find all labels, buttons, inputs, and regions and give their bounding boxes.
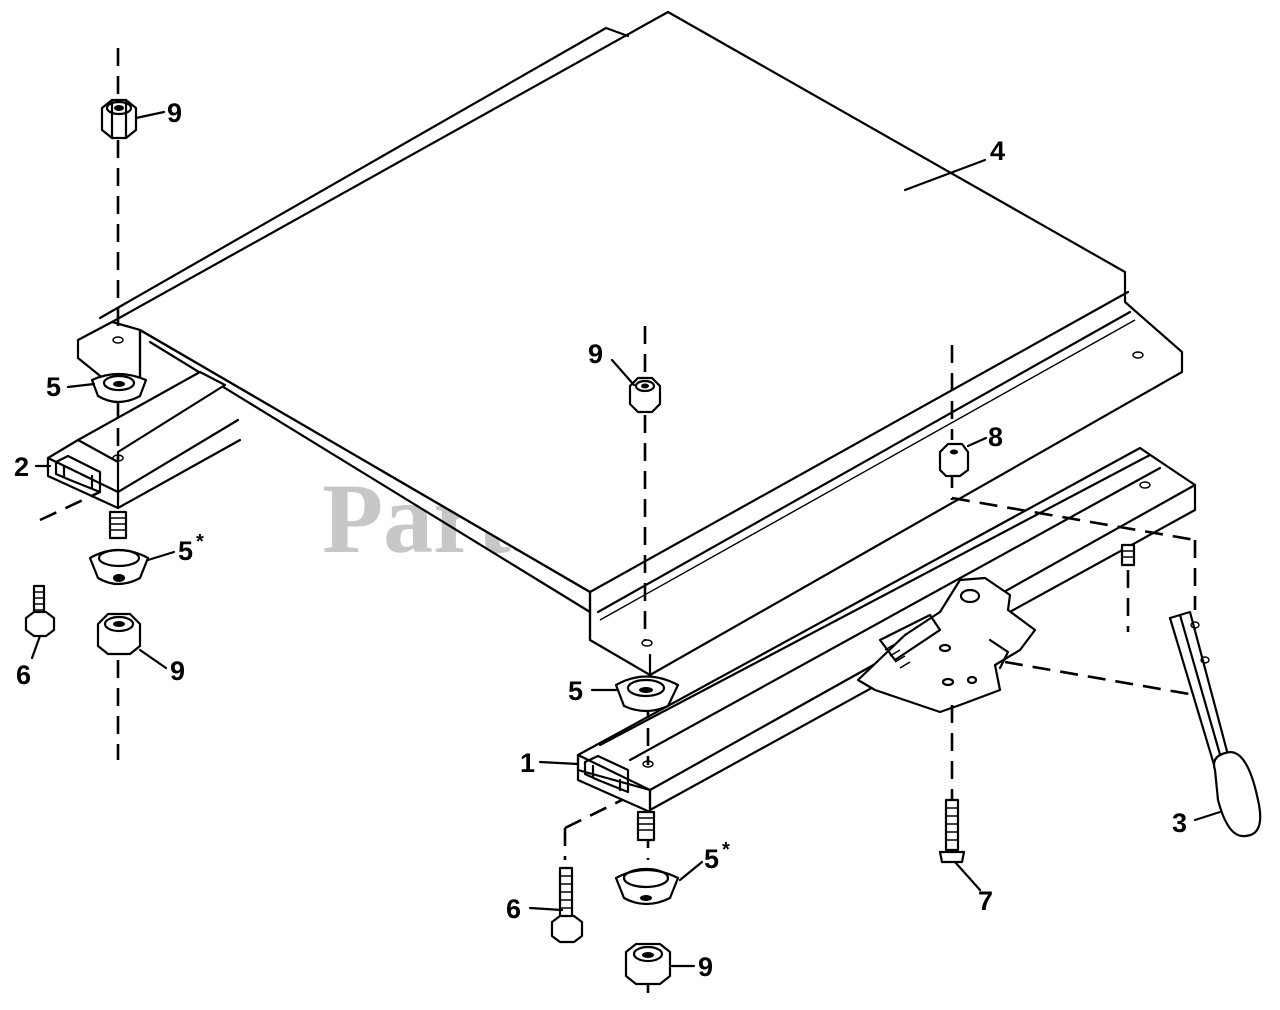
callout-4: 4 [990,136,1005,166]
callout-9-top: 9 [167,98,182,128]
callout-6-left: 6 [16,660,31,690]
seat-pan-part [76,10,1184,677]
callout-6-right: 6 [506,894,521,924]
latch-bracket-part [856,576,1037,714]
spacer-washer-part [90,372,148,404]
callout-2: 2 [14,452,29,482]
locknut-part [96,612,142,656]
star-mark-right: * [722,839,730,861]
carriage-bolt-part [24,584,56,638]
locknut-part [624,942,672,986]
callout-5-star-right: 5 [704,844,719,874]
callout-3: 3 [1172,808,1187,838]
assembly-centerlines [39,48,1197,995]
locknut-part [628,376,662,414]
callout-5-right: 5 [568,676,583,706]
spacer-washer-part [614,675,680,713]
release-handle-part [1168,610,1262,838]
callout-9-mid: 9 [588,339,603,369]
callout-leaders [30,110,1222,968]
callout-9-bottom: 9 [698,952,713,982]
threaded-stud-part [636,810,656,842]
left-slide-rail-part [46,370,242,510]
right-slide-rail-part [576,446,1197,814]
screw-part [938,798,966,864]
callout-5-left: 5 [46,372,61,402]
spacer-washer-part [614,867,680,906]
callout-7: 7 [978,886,993,916]
spacer-washer-part [88,548,150,586]
hex-nut-part [938,442,970,478]
carriage-bolt-part [550,866,584,944]
callout-8: 8 [988,422,1003,452]
threaded-stud-part [108,510,128,540]
locknut-part [100,98,138,140]
callout-9-left-bottom: 9 [170,656,185,686]
callout-5-star-left: 5 [178,536,193,566]
star-mark-left: * [196,531,204,553]
callout-1: 1 [520,748,535,778]
threaded-stud-part [1120,543,1136,567]
